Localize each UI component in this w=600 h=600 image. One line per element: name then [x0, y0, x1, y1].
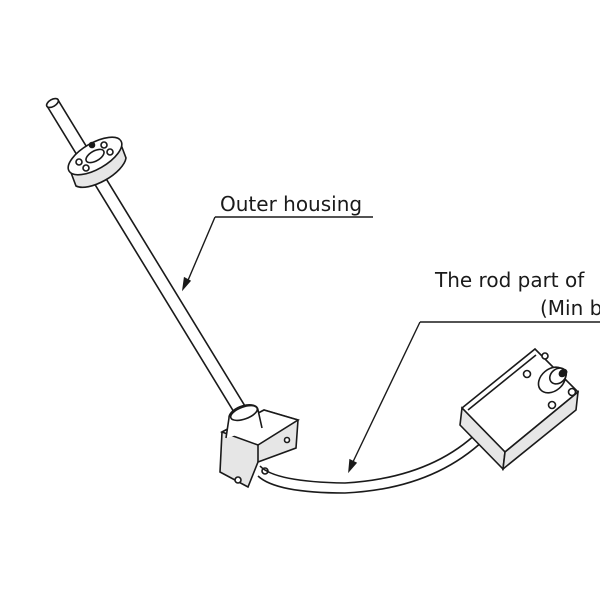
upper-flange	[67, 136, 127, 189]
rod	[45, 97, 250, 419]
rod-part-leader	[348, 321, 600, 474]
label-outer-housing: Outer housing	[220, 192, 362, 216]
cable	[257, 431, 485, 494]
sensor-box	[459, 347, 580, 471]
outer-housing-leader	[181, 216, 373, 292]
label-rod-part-line1: The rod part of	[434, 268, 585, 292]
label-rod-part-line2: (Min b	[540, 296, 600, 320]
lower-mount	[219, 404, 300, 489]
